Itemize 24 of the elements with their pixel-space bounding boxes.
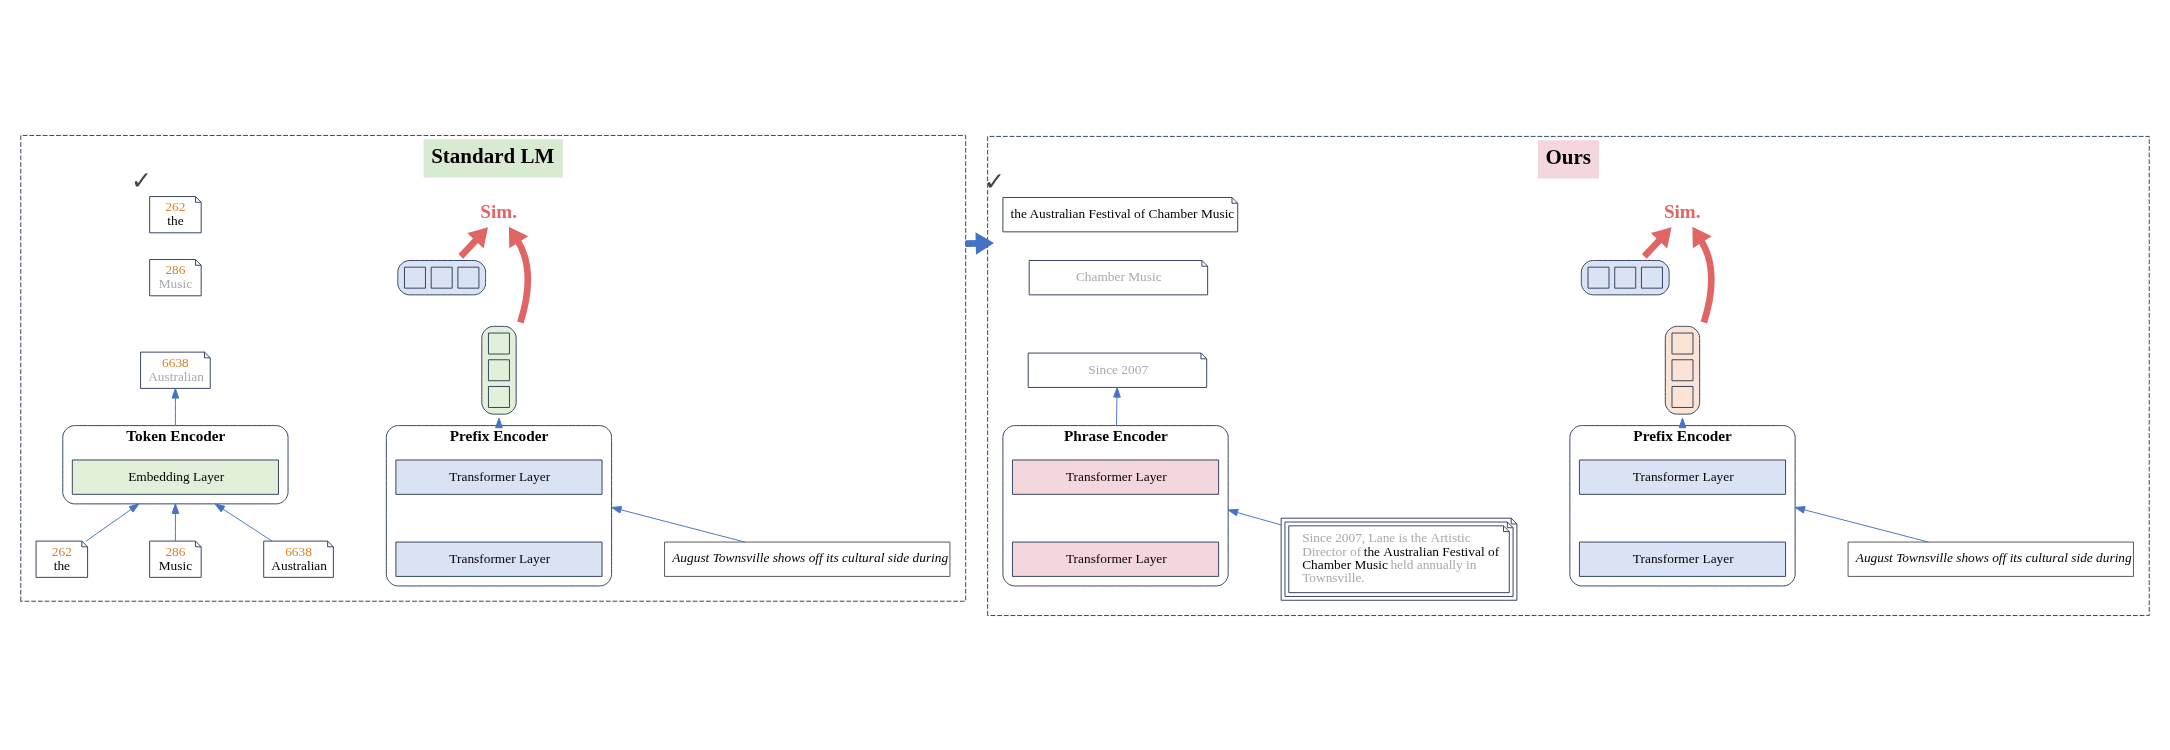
node-box: August Townsville shows off its cultural side during [1847,541,2134,577]
node-text: Sim. [480,200,517,222]
node-box: Transformer Layer [395,459,603,495]
node-box: Transformer Layer [395,541,603,577]
arrow [171,387,180,426]
node-box: Transformer Layer [1578,541,1787,577]
node-box: Transformer Layer [1012,541,1220,577]
node-box: August Townsville shows off its cultural side during [664,541,951,577]
node-box: Transformer Layer [1012,459,1220,495]
arrow [85,502,140,542]
arrow [1113,386,1121,426]
arrow [1692,226,1715,323]
arrow [458,226,488,259]
node-box: Embedding Layer [71,459,279,495]
arrow [214,502,273,542]
node-label: ✓ [130,166,152,194]
arrow [611,505,746,543]
arrow [1794,505,1929,543]
arrow [1227,508,1282,525]
node-text: Sim. [1663,200,1701,222]
arrow [1641,226,1672,259]
node-box: Transformer Layer [1578,459,1787,495]
arrow [171,502,180,541]
arrow [508,226,532,323]
